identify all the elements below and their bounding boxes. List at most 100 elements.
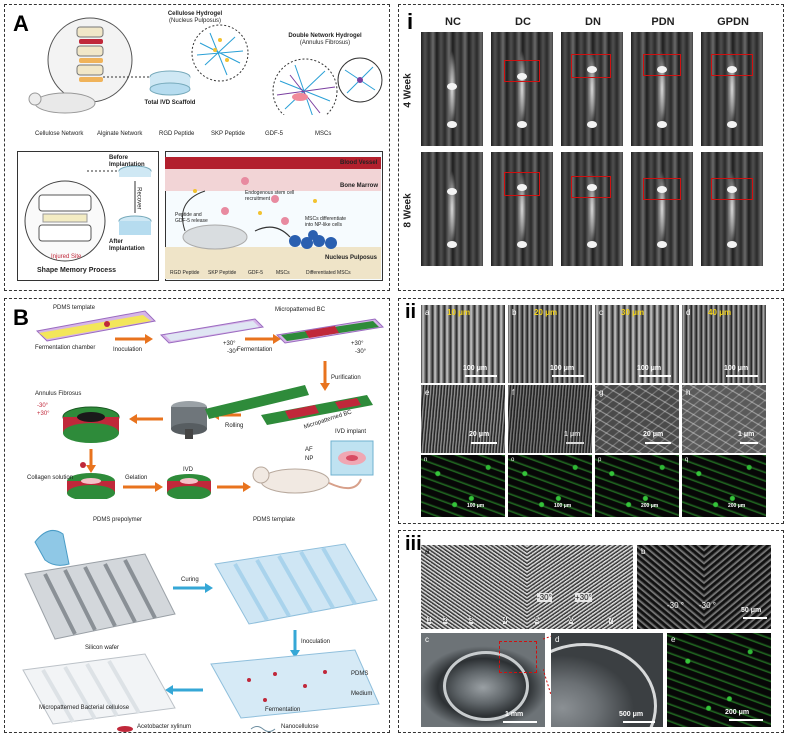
- collagen-solution-label: Collagen solution: [27, 475, 74, 481]
- legend-mscs: MSCs: [315, 131, 332, 137]
- annulus-fibrosus-label: Annulus Fibrosus: [35, 391, 82, 397]
- cellulose-hydrogel-label: Cellulose Hydrogel: [167, 11, 223, 17]
- inoculation2-label: Inoculation: [301, 639, 331, 645]
- panel-a: A Cellu: [4, 4, 390, 291]
- fermentation2-label: Fermentation: [265, 707, 301, 713]
- panel-a-illustration-top: [28, 17, 383, 115]
- legend-skp: SKP Peptide: [211, 131, 245, 137]
- nucleus-pulposus-paren-label: (Nucleus Pulposus): [168, 18, 222, 24]
- mri-4w-gpdn: [701, 32, 763, 146]
- after-implantation-label: After Implantation: [109, 239, 145, 252]
- shape-memory-label: Shape Memory Process: [37, 267, 116, 274]
- mri-8w-nc: [421, 152, 483, 266]
- mri-8w-pdn: [631, 152, 693, 266]
- mri-4w-dc: [491, 32, 553, 146]
- panel-b-process-bottom: [22, 529, 380, 732]
- shape-memory-box: [17, 151, 159, 281]
- col-dc: DC: [515, 16, 531, 28]
- m30-label-1: -30°: [227, 349, 239, 355]
- purification-label: Purification: [331, 375, 361, 381]
- legend2-rgd: RGD Peptide: [170, 270, 200, 276]
- micropatterned-bc-label: Micropatterned BC: [275, 307, 326, 313]
- pattern-b: b -30 ° -30 ° 50 μm: [637, 545, 771, 629]
- panel-b-label: B: [13, 305, 29, 330]
- curing-label: Curing: [181, 577, 199, 583]
- bone-marrow-label: Bone Marrow: [340, 183, 379, 189]
- panel-iii: iii a -30° +30° 1 2 3 4 5 6 7 b -30 ° -3…: [398, 530, 784, 733]
- mri-4w-dn: [561, 32, 623, 146]
- legend2-gdf5: GDF-5: [248, 270, 263, 276]
- np-label: NP: [305, 456, 314, 462]
- legend-row: Cellulose Network Alginate Network RGD P…: [25, 131, 385, 141]
- injured-site-label: Injured Site: [51, 254, 82, 260]
- fluo-e: e 200 μm: [667, 633, 771, 727]
- legend2-skp: SKP Peptide: [208, 270, 237, 276]
- mri-8w-dc: [491, 152, 553, 266]
- pdms-template-label: PDMS template: [53, 305, 96, 311]
- legend-cellulose: Cellulose Network: [35, 131, 84, 137]
- col-gpdn: GPDN: [717, 16, 749, 28]
- legend2-mscs: MSCs: [276, 270, 290, 276]
- photo-d: d 500 μm: [551, 633, 663, 727]
- panel-ii-label: ii: [405, 301, 417, 323]
- legend-alginate: Alginate Network: [97, 131, 143, 137]
- mri-4w-pdn: [631, 32, 693, 146]
- pdms-prepolymer-label: PDMS prepolymer: [93, 517, 143, 523]
- row-4week: 4 Week: [402, 73, 414, 108]
- biology-illustration: [165, 157, 381, 279]
- panel-i-label: i: [407, 9, 414, 34]
- panel-b: B: [4, 298, 390, 733]
- pattern-a: a -30° +30° 1 2 3 4 5 6 7: [421, 545, 633, 629]
- double-network-label: Double Network Hydrogel: [288, 33, 362, 39]
- m30-label-2: -30°: [355, 349, 367, 355]
- col-pdn: PDN: [651, 16, 675, 28]
- nucleus-pulposus-label: Nucleus Pulposus: [325, 255, 378, 261]
- acetobacter-label: Acetobacter xylinum: [137, 724, 192, 730]
- panel-i: i NC DC DN PDN GPDN 4 Week 8 Week: [398, 4, 784, 291]
- legend2-row: RGD Peptide SKP Peptide GDF-5 MSCs Diffe…: [170, 270, 380, 279]
- mri-8w-dn: [561, 152, 623, 266]
- annulus-fibrosus-paren-label: (Annulus Fibrosus): [299, 40, 351, 46]
- total-ivd-label: Total IVD Scaffold: [144, 100, 196, 106]
- p30-af-label: +30°: [37, 411, 50, 417]
- legend2-diff: Differentiated MSCs: [306, 270, 351, 276]
- ivd-label: IVD: [183, 467, 194, 473]
- fermentation-chamber-label: Fermentation chamber: [35, 345, 96, 351]
- legend-gdf5: GDF-5: [265, 131, 283, 137]
- row-8week: 8 Week: [402, 193, 414, 228]
- blood-vessel-label: Blood Vessel: [340, 160, 378, 166]
- panel-b-process-top: [35, 310, 385, 499]
- rolling-label: Rolling: [225, 423, 244, 429]
- col-nc: NC: [445, 16, 461, 28]
- before-implantation-label: Before Implantation: [109, 155, 145, 168]
- af-label: AF: [305, 447, 313, 453]
- photo-c: c 1 mm: [421, 633, 545, 727]
- recover-label: Recover: [135, 187, 142, 210]
- m30-af-label: -30°: [37, 403, 49, 409]
- inoculation-label: Inoculation: [113, 347, 143, 353]
- silicon-wafer-label: Silicon wafer: [85, 645, 120, 651]
- legend-rgd: RGD Peptide: [159, 131, 195, 137]
- p30-label-2: +30°: [351, 341, 364, 347]
- micropatterned-bacterial-cellulose-label: Micropatterned Bacterial cellulose: [39, 705, 130, 711]
- msc-diff-label: MSCs differentiate into NP-like cells: [305, 216, 347, 228]
- nanocellulose-label: Nanocellulose: [281, 724, 319, 730]
- medium-label: Medium: [351, 691, 373, 697]
- mri-4w-nc: [421, 32, 483, 146]
- shape-memory-illustration: [24, 165, 152, 262]
- col-dn: DN: [585, 16, 601, 28]
- peptide-release-label: Peptide and GDF-5 release: [175, 212, 208, 224]
